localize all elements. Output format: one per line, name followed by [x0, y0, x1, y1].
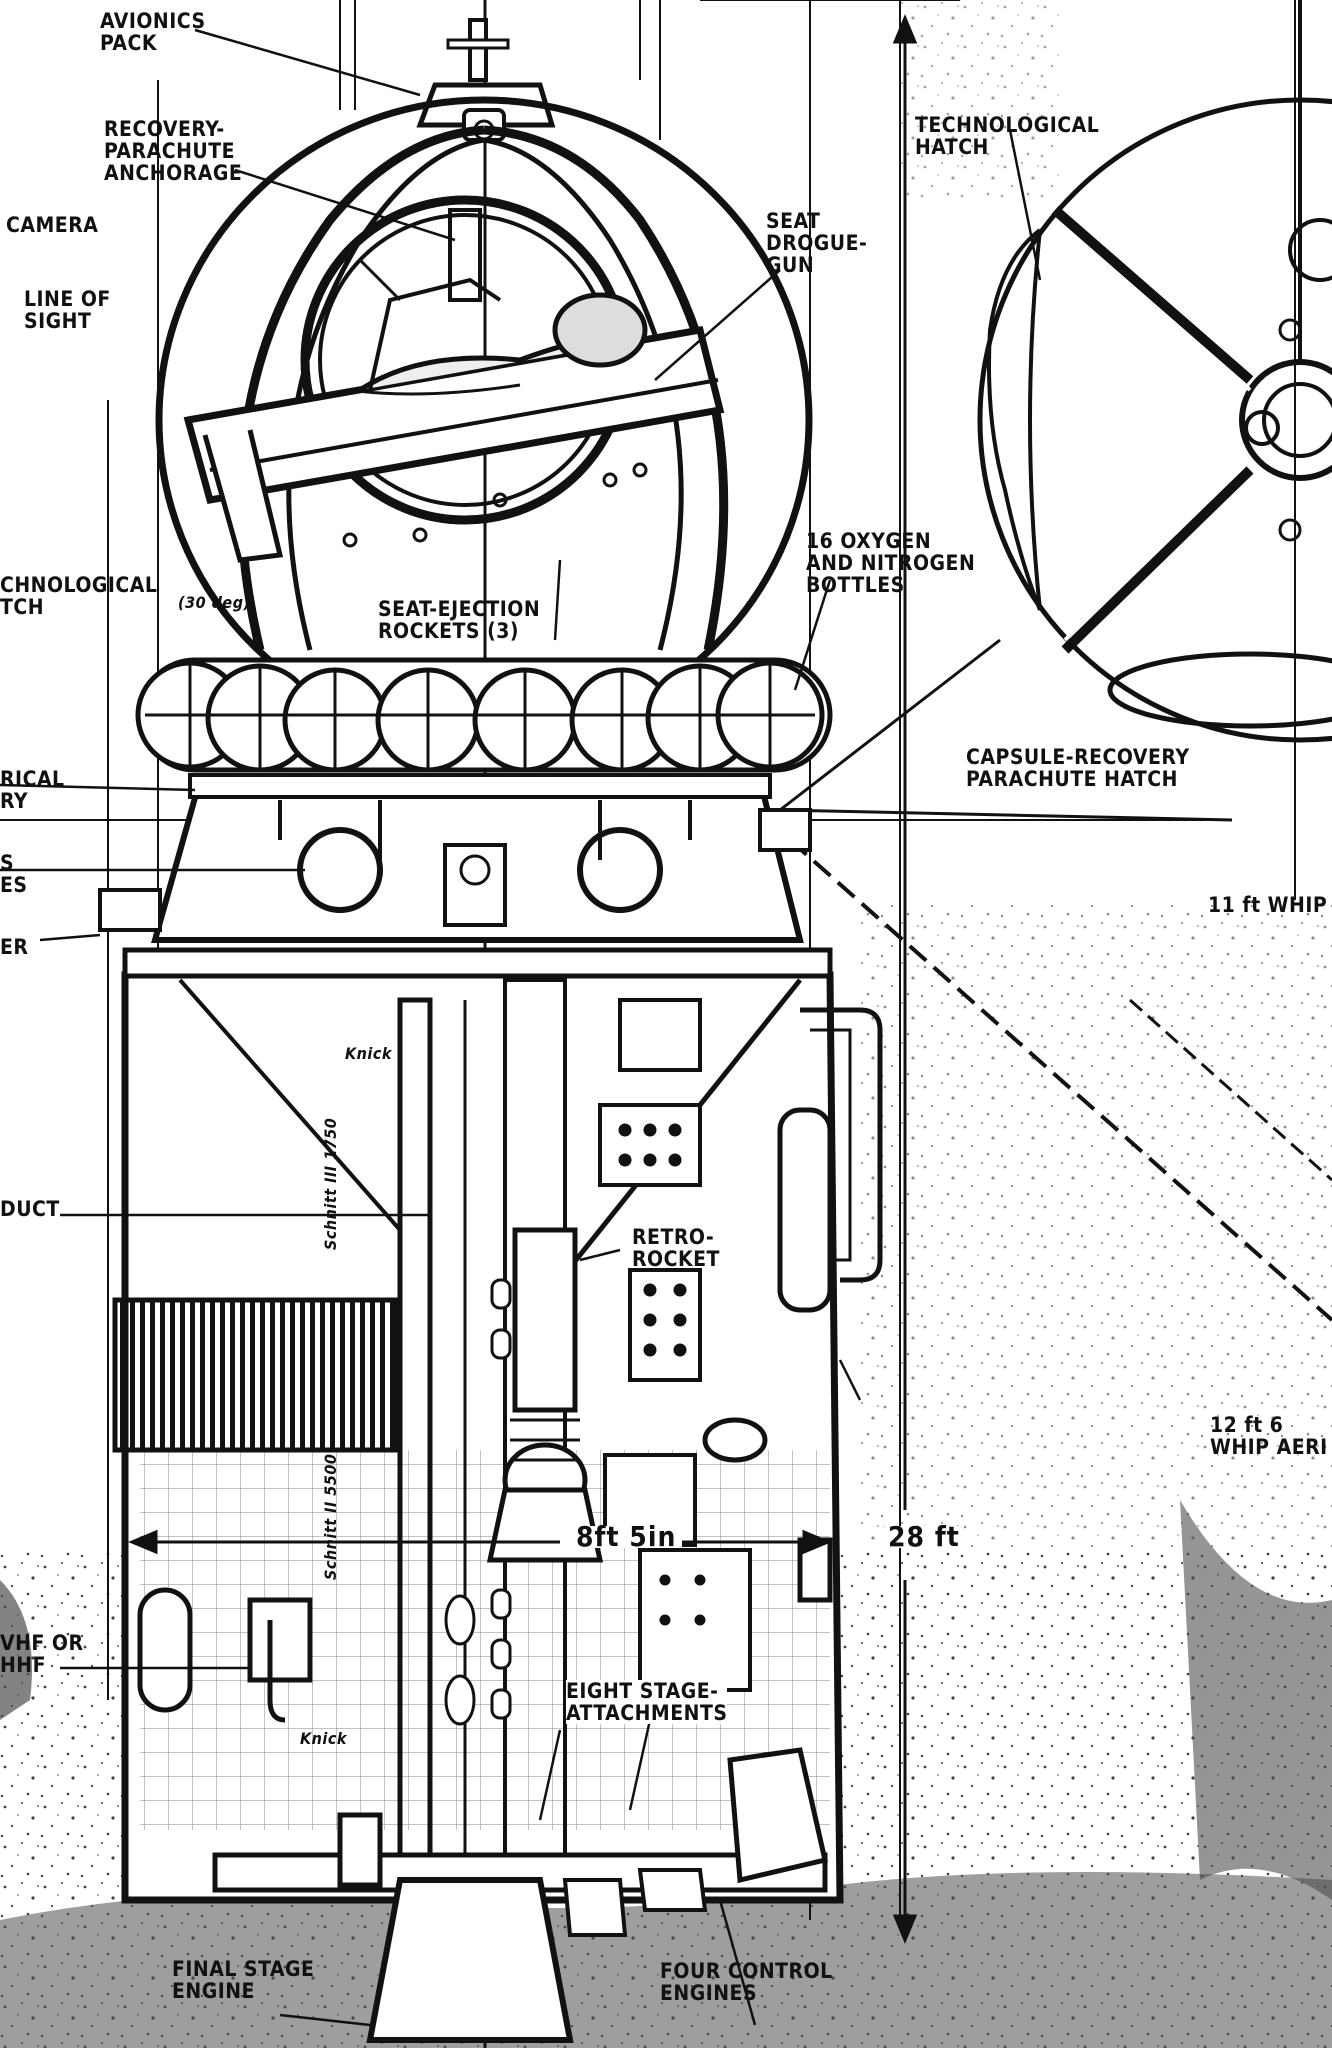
instrument-module-cone	[98, 773, 812, 943]
dimension-lines	[128, 14, 918, 1944]
label-fragment-s-es: S ES	[0, 851, 28, 897]
label-eight-stage-attachments: EIGHT STAGE- ATTACHMENTS	[566, 1679, 728, 1725]
label-line-of-sight: LINE OF SIGHT	[24, 287, 111, 333]
label-recovery-parachute-anchorage: RECOVERY- PARACHUTE ANCHORAGE	[104, 117, 243, 185]
label-schnitt-ii: Schnitt II 5500	[321, 1453, 340, 1580]
label-fragment-er: ER	[0, 935, 29, 959]
label-seat-ejection-rockets: SEAT-EJECTION ROCKETS (3)	[378, 597, 541, 643]
label-oxygen-nitrogen-bottles: 16 OXYGEN AND NITROGEN BOTTLES	[806, 529, 976, 597]
label-height-28ft: 28 ft	[884, 1523, 964, 1551]
label-duct: DUCT	[0, 1197, 60, 1221]
label-technological-hatch-top: TECHNOLOGICAL HATCH	[915, 113, 1100, 159]
label-retro-rocket: RETRO- ROCKET	[632, 1225, 720, 1271]
label-knick: Knick	[345, 1044, 392, 1063]
avionics-pack	[416, 18, 556, 142]
label-camera: CAMERA	[6, 213, 99, 237]
label-thirty-deg: (30 deg)	[178, 593, 251, 612]
service-module-body	[112, 947, 883, 2043]
label-vhf-or-uhf: VHF OR HHF	[0, 1631, 84, 1677]
label-technological-hatch-left: CHNOLOGICAL TCH	[0, 573, 158, 619]
label-capsule-recovery-parachute-hatch: CAPSULE-RECOVERY PARACHUTE HATCH	[966, 745, 1190, 791]
label-11ft-whip: 11 ft WHIP	[1208, 893, 1328, 917]
label-seat-drogue-gun: SEAT DROGUE- GUN	[766, 209, 868, 277]
label-width-8ft-5in: 8ft 5in	[570, 1523, 683, 1551]
label-avionics-pack: AVIONICS PACK	[100, 9, 206, 55]
label-schnitt-iii: Schnitt III 1750	[321, 1117, 340, 1250]
label-12ft-whip-aerial: 12 ft 6 WHIP AERI	[1210, 1413, 1328, 1459]
leader-lines	[0, 28, 1042, 2027]
whip-antennas	[779, 638, 1332, 1322]
hatch-detail-circle	[977, 0, 1332, 743]
label-electrical-battery-fragment: RICAL RY	[0, 767, 65, 813]
label-final-stage-engine: FINAL STAGE ENGINE	[172, 1957, 315, 2003]
label-four-control-engines: FOUR CONTROL ENGINES	[660, 1959, 833, 2005]
oxygen-bottle-ring	[135, 657, 833, 773]
label-knick-lower: Knick	[300, 1729, 347, 1748]
